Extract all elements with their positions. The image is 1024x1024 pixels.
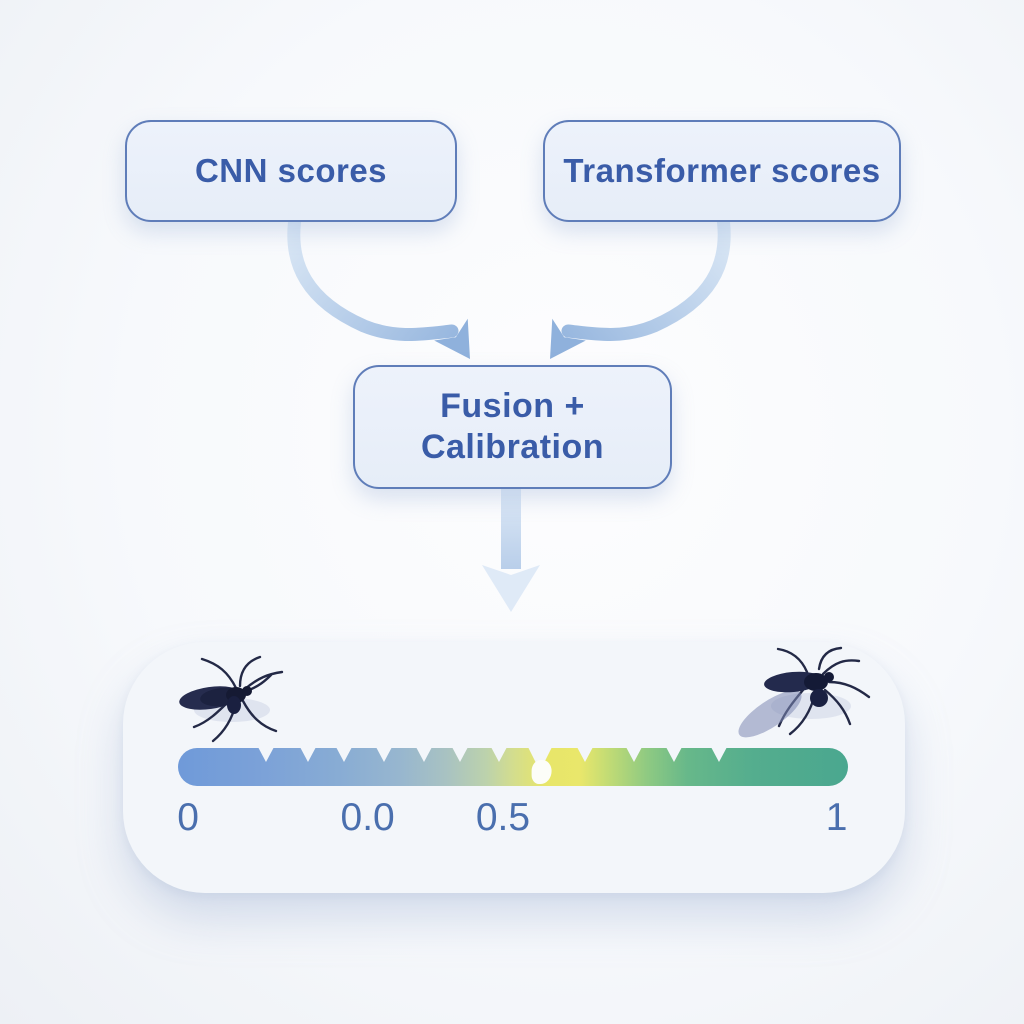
scale-tick-label: 0.5 bbox=[475, 796, 531, 839]
bar-tick-notch bbox=[576, 748, 593, 762]
scale-tick-label: 1 bbox=[825, 796, 848, 839]
arrow-cnn-to-fusion bbox=[287, 205, 470, 359]
bar-tick-notch bbox=[452, 748, 469, 762]
fusion-calibration-node: Fusion + Calibration bbox=[353, 365, 672, 489]
arrow-fusion-to-scale bbox=[482, 483, 540, 612]
arrow-transformer-to-fusion bbox=[550, 205, 731, 359]
bar-tick-notch bbox=[710, 748, 727, 762]
scale-tick-labels: 0 0.0 0.5 1 bbox=[177, 792, 848, 844]
mosquito-icon bbox=[738, 646, 871, 738]
bar-tick-notch bbox=[415, 748, 432, 762]
fusion-label-line2: Calibration bbox=[420, 428, 605, 466]
score-gradient-bar bbox=[178, 748, 848, 786]
bar-tick-notch bbox=[626, 748, 643, 762]
transformer-scores-label: Transformer scores bbox=[563, 152, 881, 189]
fusion-label-line1: Fusion + bbox=[440, 386, 585, 425]
scale-tick-label: 0 bbox=[177, 796, 199, 839]
bar-tick-notch bbox=[257, 748, 274, 762]
scale-tick-label: 0.0 bbox=[340, 796, 395, 839]
bar-tick-notch bbox=[375, 748, 392, 762]
cnn-scores-node: CNN scores bbox=[125, 120, 457, 222]
score-scale-panel: 0 0.0 0.5 1 bbox=[123, 642, 905, 893]
bar-artifact-blob bbox=[531, 760, 552, 784]
mosquito-icon bbox=[179, 655, 284, 743]
bar-tick-notch bbox=[490, 748, 507, 762]
bar-tick-notch bbox=[336, 748, 353, 762]
bar-tick-notch bbox=[665, 748, 682, 762]
transformer-scores-node: Transformer scores bbox=[543, 120, 901, 222]
bar-tick-notch bbox=[299, 748, 316, 762]
cnn-scores-label: CNN scores bbox=[194, 152, 388, 189]
